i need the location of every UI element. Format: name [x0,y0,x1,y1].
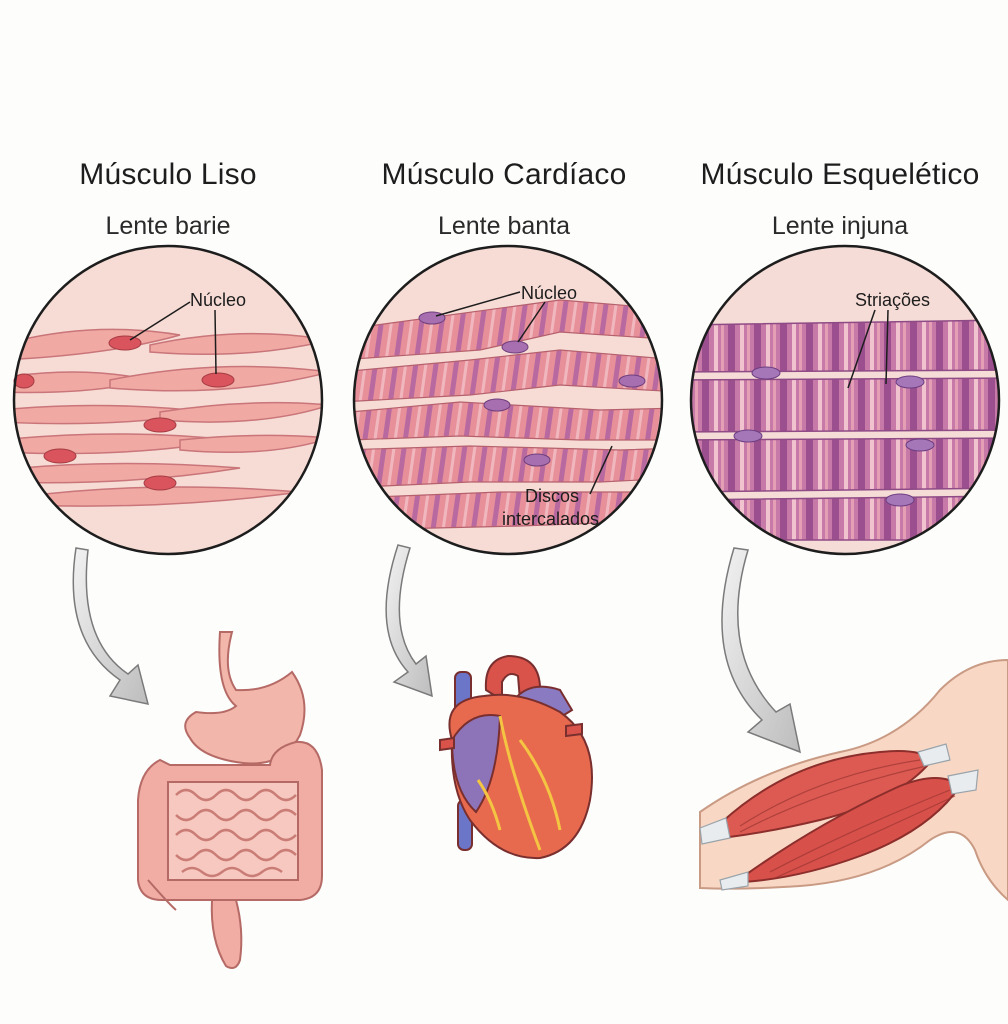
label-nucleus-smooth: Núcleo [190,290,246,310]
arrow-skeletal [721,547,802,754]
subtitle-smooth: Lente barie [105,212,231,240]
skeletal-muscle-circle [689,244,1001,556]
cardiac-muscle-circle [352,244,664,556]
title-skeletal-muscle: Músculo Esquelético [700,158,980,191]
subtitle-skeletal: Lente injuna [771,212,909,240]
digestive-organs-illustration [137,631,323,969]
label-nucleus-cardiac: Núcleo [521,283,577,303]
arrow-smooth [72,547,150,705]
label-striations: Striações [855,290,930,310]
smooth-muscle-circle [12,244,324,556]
label-discs-line1: Discos [525,486,579,506]
title-cardiac-muscle: Músculo Cardíaco [381,158,627,191]
heart-illustration [439,654,593,860]
arm-muscle-illustration [699,658,1008,902]
arrow-cardiac [385,544,433,698]
label-discs-line2: intercalados [502,509,599,529]
subtitle-cardiac: Lente banta [437,212,571,240]
title-smooth-muscle: Músculo Liso [79,158,257,191]
